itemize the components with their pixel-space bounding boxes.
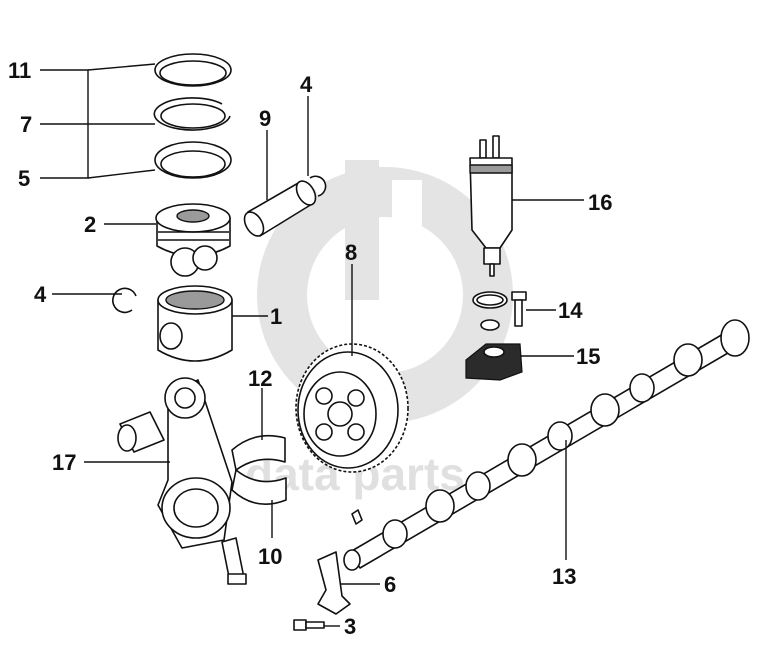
thrust-plate (317, 551, 351, 615)
piston-ring-11 (154, 53, 232, 87)
callout-7: 7 (20, 112, 32, 137)
callout-4-right: 4 (300, 72, 313, 97)
bearing-shell-lower (231, 469, 287, 506)
thrust-plate-bolt (293, 619, 325, 631)
callout-14: 14 (558, 298, 583, 323)
callout-labels: 11 7 5 2 4 4 9 1 8 16 14 15 12 17 10 13 … (8, 58, 612, 639)
callout-17: 17 (52, 450, 76, 475)
circlip-right (309, 175, 327, 197)
small-end-bush (117, 411, 165, 453)
injector-clamp-bolt (511, 291, 527, 327)
callout-3: 3 (344, 614, 356, 639)
callout-1: 1 (270, 304, 282, 329)
injector-washer (480, 319, 500, 331)
camshaft-gear (295, 343, 409, 473)
cylinder-liner (157, 285, 233, 362)
callout-10: 10 (258, 544, 282, 569)
callout-2: 2 (84, 212, 96, 237)
callout-13: 13 (552, 564, 576, 589)
injector-o-ring (472, 291, 508, 309)
injector-clamp (465, 343, 523, 381)
bearing-shell-upper (231, 434, 286, 471)
callout-9: 9 (259, 106, 271, 131)
piston-ring-5 (154, 141, 232, 179)
leader-lines (40, 63, 584, 627)
callout-11: 11 (8, 58, 31, 83)
callout-16: 16 (588, 190, 612, 215)
connecting-rod (157, 377, 247, 585)
circlip-left (112, 287, 137, 314)
piston (155, 203, 231, 277)
callout-5: 5 (18, 166, 30, 191)
callout-6: 6 (384, 572, 396, 597)
piston-pin (243, 180, 317, 237)
camshaft (343, 319, 750, 571)
injector (469, 135, 513, 277)
callout-15: 15 (576, 344, 600, 369)
camshaft-key (351, 509, 363, 525)
callout-4-left: 4 (34, 282, 47, 307)
callout-8: 8 (345, 240, 357, 265)
callout-12: 12 (248, 366, 272, 391)
piston-ring-7 (153, 97, 231, 131)
